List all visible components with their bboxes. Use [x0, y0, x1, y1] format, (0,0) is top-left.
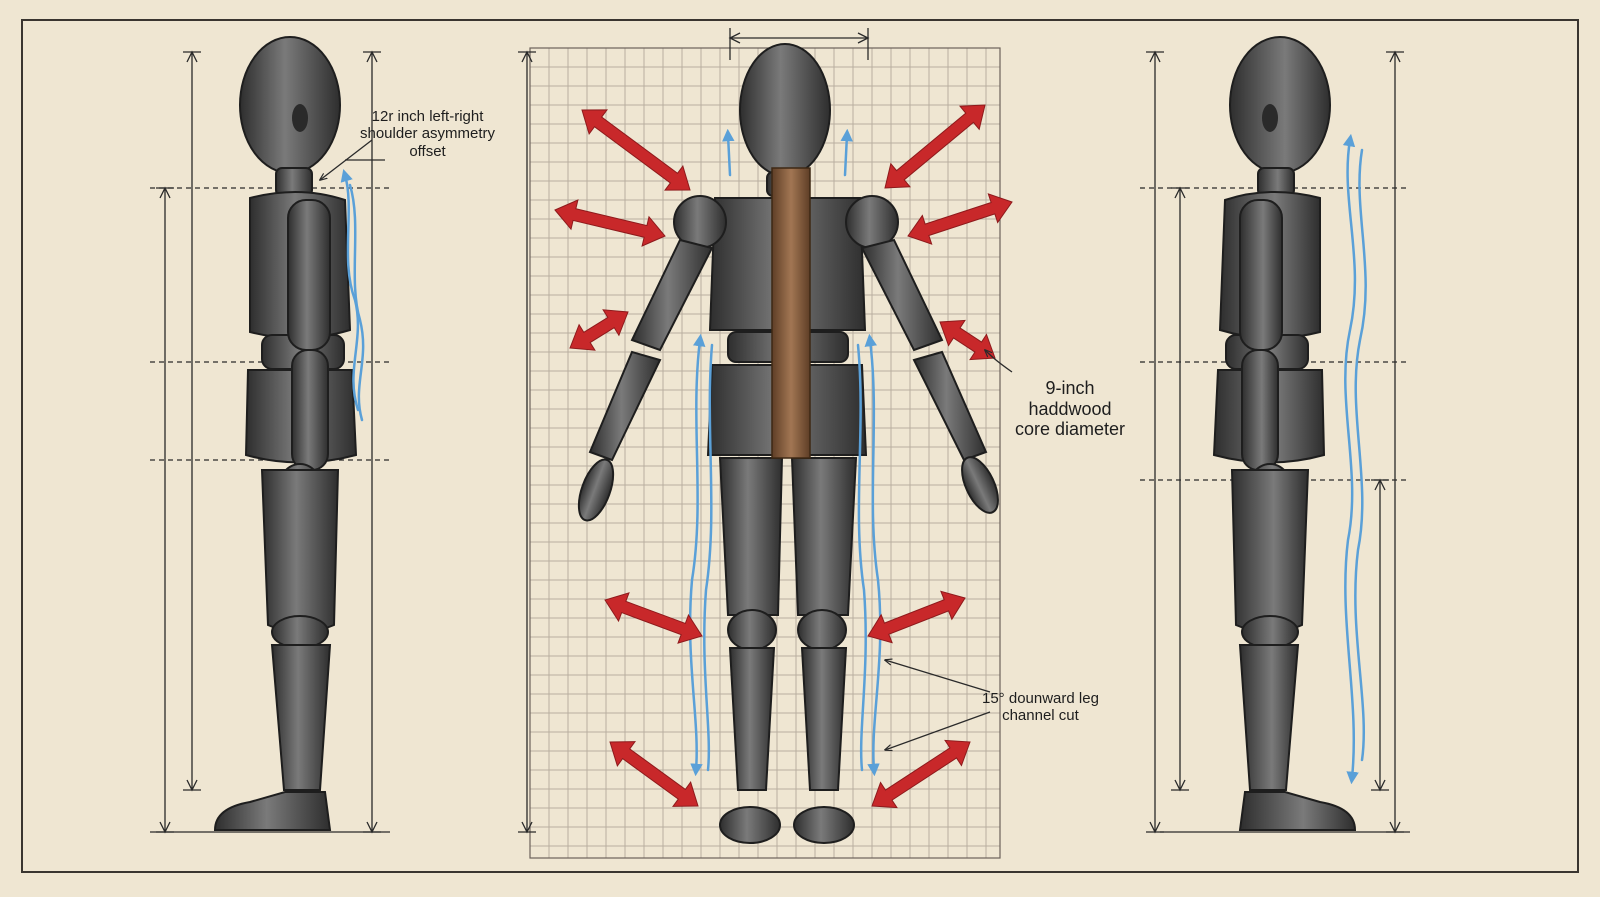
force-arrow	[581, 109, 691, 191]
mannequin-front-icon	[577, 43, 999, 844]
leg-channel-annotation: 15° dounward leg channel cut	[982, 690, 1099, 725]
force-arrow	[569, 309, 629, 351]
hardwood-core	[771, 167, 811, 459]
shoulder-offset-annotation: 12r inch left-right shoulder asymmetry o…	[360, 108, 495, 160]
force-arrow	[604, 592, 703, 644]
core-diameter-line2: haddwood	[1028, 398, 1112, 419]
force-arrow	[884, 104, 986, 189]
shoulder-offset-line3: offset	[409, 142, 446, 160]
core-diameter-line1: 9-inch	[1045, 378, 1095, 398]
mannequin-side-view-right	[1212, 36, 1357, 831]
dimension-arrow	[159, 186, 171, 199]
leg-channel-line1: 15° dounward leg	[982, 690, 1099, 707]
dimension-arrow	[1149, 821, 1161, 834]
mannequin-side-view-left	[213, 36, 358, 831]
grid-border	[529, 47, 1001, 859]
force-arrow	[939, 319, 996, 361]
dimension-arrow	[1374, 478, 1386, 491]
dimension-arrow	[521, 821, 533, 834]
force-arrow	[867, 590, 966, 644]
leg-channel-line2: channel cut	[1002, 707, 1079, 725]
shoulder-offset-line2: shoulder asymmetry	[360, 125, 496, 143]
mannequin-front-view	[577, 43, 999, 844]
sheet-frame	[21, 19, 1579, 873]
force-arrows	[554, 104, 1013, 809]
dimension-arrow	[521, 50, 533, 63]
core-diameter-annotation: 9-inch haddwood core diameter	[1015, 378, 1125, 440]
dimension-arrow	[186, 779, 198, 792]
leader-lines	[320, 139, 1013, 750]
dimension-arrow	[1149, 50, 1161, 63]
core-diameter-line3: core diameter	[1015, 419, 1126, 440]
force-arrow	[871, 739, 971, 809]
dimension-arrow	[1174, 779, 1186, 792]
flow-arrows	[340, 128, 1367, 785]
dimension-arrow	[366, 50, 378, 63]
dimension-arrow	[1374, 779, 1386, 792]
force-arrow	[609, 741, 699, 807]
dimension-arrow	[1389, 50, 1401, 63]
mannequin-side-icon	[1212, 36, 1357, 831]
dimension-arrow	[186, 50, 198, 63]
force-arrow	[907, 193, 1013, 245]
shoulder-offset-line1: 12r inch left-right	[371, 108, 484, 125]
mannequin-side-icon	[213, 36, 358, 831]
force-arrow	[554, 199, 666, 247]
